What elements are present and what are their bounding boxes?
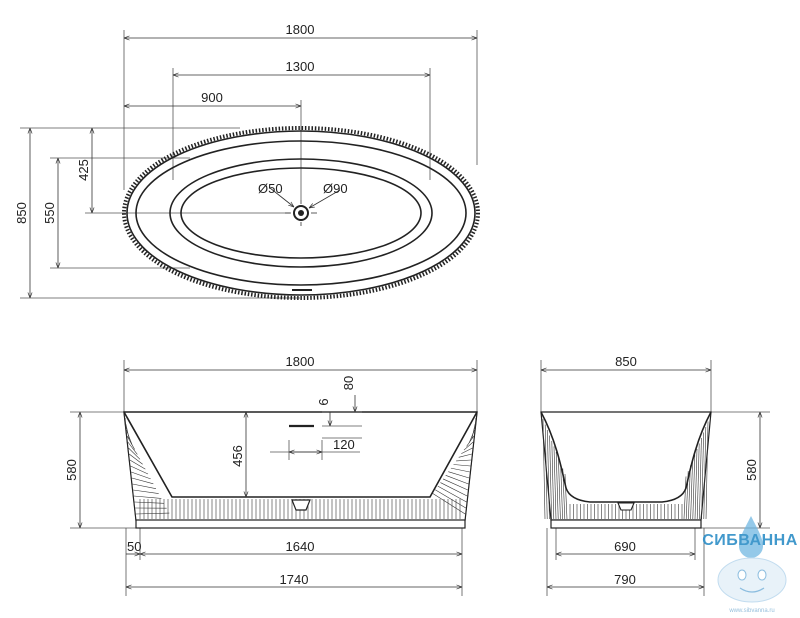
- side-plinth: [550, 519, 702, 529]
- side-height-dimension: 580: [744, 459, 759, 481]
- front-plinth: [135, 519, 466, 529]
- top-inner-length-dimension: 1300: [286, 59, 315, 74]
- side-base-dimension: 790: [614, 572, 636, 587]
- drain-diameter-50: Ø50: [258, 181, 283, 196]
- tub-basin-inner: [180, 167, 422, 259]
- top-drain-offset-dimension: 900: [201, 90, 223, 105]
- base-length-dimension: 1740: [280, 572, 309, 587]
- drain-diameter-90: Ø90: [323, 181, 348, 196]
- side-view: 850 580 690 790: [540, 354, 770, 596]
- tub-basin-outer: [169, 158, 433, 268]
- front-depth-dimension: 456: [230, 445, 245, 467]
- drain-icon: [269, 187, 341, 226]
- top-drain-offset-y-dimension: 425: [76, 159, 91, 181]
- brand-watermark: СИБВАННА www.sibvanna.ru: [702, 516, 798, 614]
- side-basin-profile: [540, 411, 712, 503]
- overflow-width-dimension: 120: [333, 437, 355, 452]
- tub-rim-edge: [126, 130, 476, 296]
- side-drain-icon: [617, 502, 635, 511]
- front-length-dimension: 1800: [286, 354, 315, 369]
- front-drain-icon: [291, 499, 311, 511]
- front-view: 1800 580 456 80 6: [64, 354, 478, 596]
- side-width-dimension: 850: [615, 354, 637, 369]
- overflow-gap-dimension: 6: [316, 398, 331, 405]
- top-width-dimension: 850: [14, 202, 29, 224]
- brand-name: СИБВАННА: [702, 532, 798, 549]
- brand-url: www.sibvanna.ru: [728, 608, 774, 614]
- top-view: 1800 1300 900 850 550 425: [14, 22, 480, 300]
- front-height-dimension: 580: [64, 459, 79, 481]
- mascot-icon: [717, 557, 787, 603]
- tub-inner-rim: [135, 140, 467, 286]
- plinth-offset-dimension: 50: [127, 539, 141, 554]
- top-length-dimension: 1800: [286, 22, 315, 37]
- side-plinth-dimension: 690: [614, 539, 636, 554]
- overflow-top-dimension: 80: [341, 376, 356, 390]
- side-fluted-surface: [542, 418, 709, 520]
- tub-outer-rim: [122, 126, 480, 300]
- plinth-length-dimension: 1640: [286, 539, 315, 554]
- front-basin-profile: [123, 411, 478, 498]
- water-drop-icon: [739, 516, 763, 558]
- top-inner-width-dimension: 550: [42, 202, 57, 224]
